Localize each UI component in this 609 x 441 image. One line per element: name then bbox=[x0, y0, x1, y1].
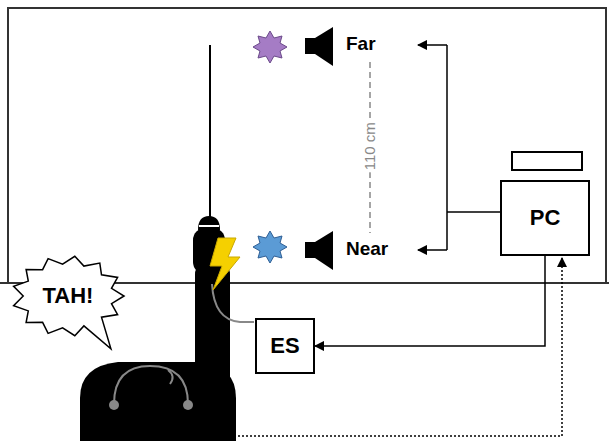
cane-grip bbox=[199, 225, 219, 227]
node-text: TAH! bbox=[43, 284, 94, 308]
blue-star bbox=[253, 231, 287, 263]
burst-outline bbox=[14, 256, 124, 348]
electrical-stimulus bbox=[210, 238, 240, 290]
computer-box: PC bbox=[500, 180, 590, 256]
speaker-wires bbox=[418, 45, 500, 250]
headset bbox=[114, 366, 188, 404]
speaker-label: Far bbox=[346, 34, 376, 55]
far-speaker bbox=[305, 27, 333, 66]
electrode-wire bbox=[212, 284, 254, 322]
purple-star bbox=[253, 31, 287, 63]
node-text: ES bbox=[270, 334, 299, 358]
near-speaker bbox=[305, 231, 333, 270]
speaker-label: Near bbox=[346, 239, 388, 260]
signal-arrow bbox=[315, 256, 545, 346]
cane bbox=[209, 45, 211, 222]
node-text: PC bbox=[530, 206, 561, 230]
speech-bubble: TAH! bbox=[12, 256, 124, 336]
dimension-label: 110 cm bbox=[362, 120, 379, 172]
stimulator-box: ES bbox=[255, 318, 315, 374]
earpiece bbox=[109, 400, 119, 410]
monitor bbox=[512, 152, 582, 170]
room-frame bbox=[8, 8, 606, 283]
earpiece bbox=[183, 400, 193, 410]
